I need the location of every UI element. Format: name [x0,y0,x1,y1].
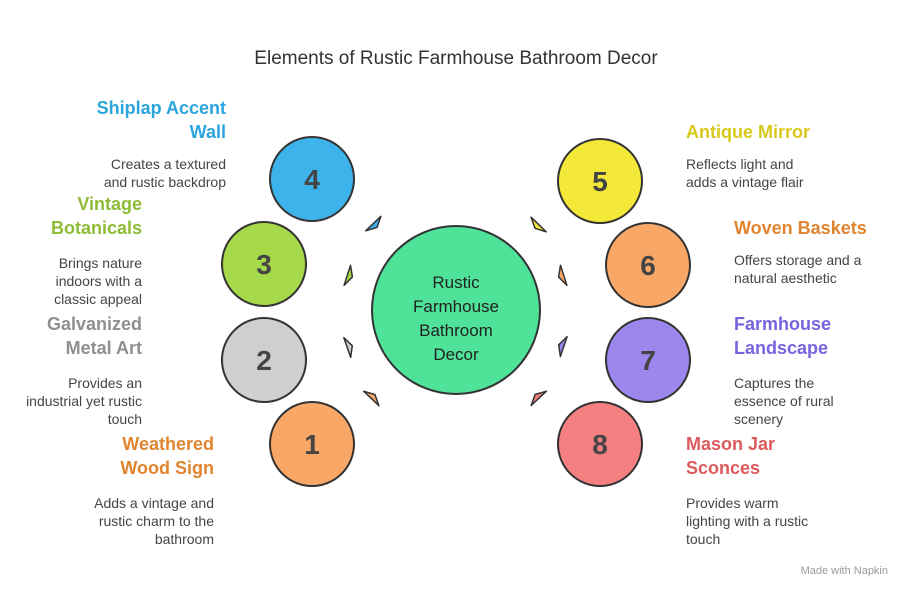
item-circle-2 [221,317,307,403]
arrow-4 [364,215,382,232]
center-label-line: Decor [433,345,479,364]
item-number-2: 2 [256,345,272,376]
arrow-3 [343,264,354,287]
heading-5: Antique Mirror [686,122,810,142]
item-number-1: 1 [304,429,320,460]
item-circle-1 [269,401,355,487]
item-number-8: 8 [592,429,608,460]
item-circle-3 [221,221,307,307]
item-circle-8 [557,401,643,487]
diagram-title: Elements of Rustic Farmhouse Bathroom De… [254,48,658,69]
arrow-6 [557,264,568,287]
item-circle-4 [269,136,355,222]
item-number-7: 7 [640,345,656,376]
item-number-5: 5 [592,166,608,197]
arrow-1 [362,390,380,407]
item-circle-6 [605,222,691,308]
center-label-line: Rustic [432,273,480,292]
arrow-5 [530,216,547,233]
item-circle-5 [557,138,643,224]
center-circle [371,225,541,395]
center-label-line: Bathroom [419,321,493,340]
watermark: Made with Napkin [800,565,888,577]
arrow-8 [530,390,548,407]
center-label-line: Farmhouse [413,297,499,316]
heading-6: Woven Baskets [734,218,867,238]
arrow-2 [343,336,354,359]
arrow-7 [557,335,568,358]
item-number-3: 3 [256,249,272,280]
item-number-6: 6 [640,250,656,281]
item-number-4: 4 [304,164,320,195]
item-circle-7 [605,317,691,403]
